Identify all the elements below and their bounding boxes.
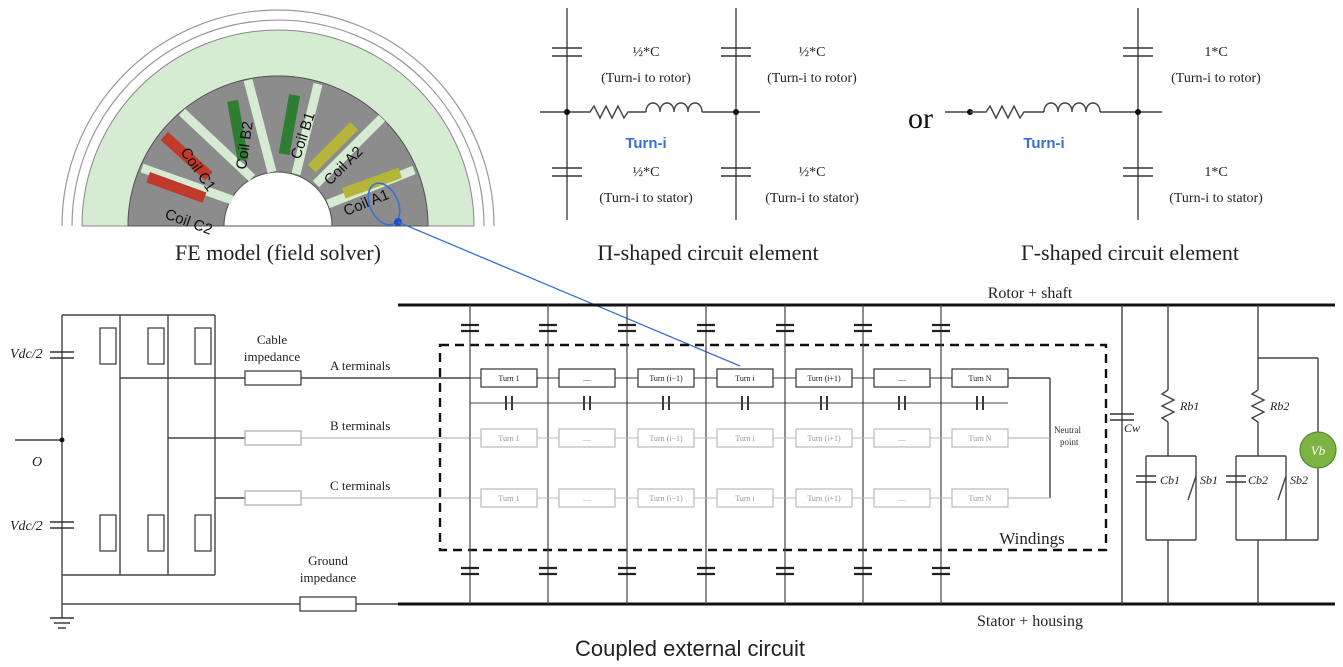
sb2-label: Sb2 (1290, 473, 1308, 487)
gamma-cap-bot-value: 1*C (1204, 165, 1227, 180)
vb-label: Vb (1311, 443, 1326, 458)
turn-box-label: .... (583, 494, 591, 503)
b-terminals-label: B terminals (330, 418, 390, 433)
turn-box-label: Turn (i−1) (649, 434, 683, 443)
turn-box-label: Turn (i+1) (807, 434, 841, 443)
windings-label: Windings (999, 529, 1064, 548)
turn-box-label: Turn 1 (498, 434, 519, 443)
turn-box-label: Turn (i−1) (649, 494, 683, 503)
turn-box-label: Turn 1 (498, 494, 519, 503)
vb-source (1299, 431, 1337, 469)
o-label: O (32, 455, 42, 470)
turn-box-label: Turn 1 (498, 374, 519, 383)
pi-cap-top-left-value: ½*C (633, 45, 660, 60)
vdc-bot-label: Vdc/2 (10, 519, 43, 534)
sb1-label: Sb1 (1200, 473, 1218, 487)
ground-label-2: impedance (300, 570, 357, 585)
pi-cap-top-right-desc: (Turn-i to rotor) (767, 71, 857, 86)
cable-label-2: impedance (244, 349, 301, 364)
pi-element: ½*C (Turn-i to rotor) ½*C (Turn-i to rot… (540, 8, 859, 265)
rotor-label: Rotor + shaft (988, 285, 1073, 302)
switch-legs (99, 315, 245, 575)
cw-label: Cw (1124, 421, 1140, 435)
gamma-cap-top-desc: (Turn-i to rotor) (1171, 71, 1261, 86)
turn-link-line (397, 221, 741, 367)
cable-label-1: Cable (257, 332, 288, 347)
turn-box-label: Turn N (968, 374, 991, 383)
turn-box-label: Turn (i+1) (807, 494, 841, 503)
turn-box-label: Turn N (968, 434, 991, 443)
turn-box-label: Turn i (735, 434, 755, 443)
fe-model-caption: FE model (field solver) (175, 240, 381, 265)
turn-box-label: Turn i (735, 374, 755, 383)
ground-label-1: Ground (308, 553, 348, 568)
turn-box-label: .... (583, 374, 591, 383)
turn-box-label: .... (898, 374, 906, 383)
turn-box-label: .... (583, 434, 591, 443)
neutral-label-2: point (1060, 437, 1079, 447)
pi-cap-top-left-desc: (Turn-i to rotor) (601, 71, 691, 86)
cb1-label: Cb1 (1160, 473, 1180, 487)
pi-cap-bot-left-value: ½*C (633, 165, 660, 180)
stator-label: Stator + housing (977, 613, 1083, 630)
turn-box-label: Turn (i−1) (649, 374, 683, 383)
gamma-cap-bot-desc: (Turn-i to stator) (1169, 191, 1263, 206)
ground-symbol (50, 604, 74, 629)
pi-turn-label: Turn-i (625, 135, 666, 152)
turn-box-label: Turn i (735, 494, 755, 503)
gamma-element: 1*C (Turn-i to rotor) Turn-i 1*C (Turn-i… (945, 8, 1263, 265)
gamma-cap-top-value: 1*C (1204, 45, 1227, 60)
pi-cap-bot-right-desc: (Turn-i to stator) (765, 191, 859, 206)
turn-box-label: .... (898, 494, 906, 503)
rb2-label: Rb2 (1269, 399, 1289, 413)
turn-box-label: Turn N (968, 494, 991, 503)
turn-box-label: Turn (i+1) (807, 374, 841, 383)
external-circuit: Rotor + shaft Stator + housing Vdc/2 Vdc… (10, 285, 1337, 661)
c-terminals-label: C terminals (330, 478, 390, 493)
rb1-label: Rb1 (1179, 399, 1199, 413)
a-terminals-label: A terminals (330, 358, 390, 373)
pi-cap-bot-left-desc: (Turn-i to stator) (599, 191, 693, 206)
vdc-top-label: Vdc/2 (10, 347, 43, 362)
gamma-element-caption: Γ-shaped circuit element (1021, 240, 1239, 265)
winding-rails (461, 305, 1008, 604)
coil-b2-label: Coil B2 (233, 120, 257, 170)
pi-element-caption: Π-shaped circuit element (597, 240, 818, 265)
bearing-1: Rb1 Cb1 Sb1 (1136, 305, 1218, 604)
turn-box-label: .... (898, 434, 906, 443)
cb2-label: Cb2 (1248, 473, 1268, 487)
turn-boxes: Turn 1.... Turn (i−1) Turn i Turn (i+1)....… (470, 368, 1009, 508)
neutral-label-1: Neutral (1054, 425, 1081, 435)
pi-cap-top-right-value: ½*C (799, 45, 826, 60)
circuit-caption: Coupled external circuit (575, 636, 805, 661)
gamma-turn-label: Turn-i (1023, 135, 1064, 152)
or-text: or (908, 102, 933, 135)
windings-box (438, 343, 1108, 552)
bearing-2: Rb2 Cb2 Sb2 Vb (1226, 305, 1337, 604)
fe-model: Coil C2 Coil C1 Coil B2 Coil B1 Coil A2 … (61, 9, 495, 265)
pi-cap-bot-right-value: ½*C (799, 165, 826, 180)
